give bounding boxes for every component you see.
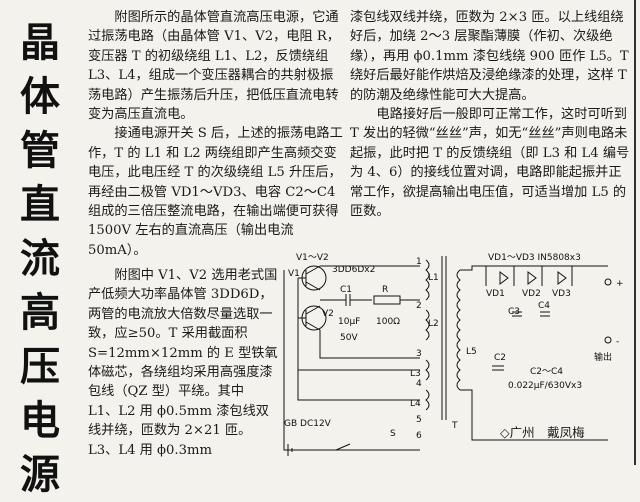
- body-column-2: 漆包线双线并绕，匝数为 2×3 匝。以上线组绕好后，加绕 2～3 层聚酯薄膜（作…: [350, 8, 634, 221]
- label-l2: L2: [428, 319, 439, 329]
- output-terminal-positive: [604, 278, 612, 286]
- title-char: 直: [20, 182, 60, 228]
- body-column-1-lower: 附图中 V1、V2 选用老式国产低频大功率晶体管 3DD6D，两管的电流放大倍数…: [88, 266, 278, 460]
- label-c1: C1: [340, 285, 352, 295]
- secondary-wire: [460, 265, 608, 441]
- label-c-header: C2～C4: [530, 367, 563, 377]
- label-l4: L4: [410, 399, 421, 409]
- label-c4: C4: [538, 301, 550, 311]
- label-t: T: [451, 421, 458, 431]
- label-minus: -: [616, 337, 619, 347]
- label-c3: C3: [508, 307, 520, 317]
- battery-gb: [287, 444, 293, 456]
- pin-6: 6: [416, 431, 422, 441]
- label-s: S: [390, 429, 396, 439]
- pin-3: 3: [416, 349, 422, 359]
- switch-s: [335, 443, 420, 451]
- output-terminal-negative: [604, 336, 612, 344]
- title-char: 晶: [20, 20, 60, 66]
- label-vd2: VD2: [522, 289, 541, 299]
- pin-5: 5: [416, 415, 422, 425]
- pin-2: 2: [416, 301, 422, 311]
- label-plus: +: [616, 279, 624, 289]
- transistor-v2-leads: [298, 305, 321, 331]
- pin-1: 1: [416, 257, 422, 267]
- label-c2: C2: [494, 353, 506, 363]
- article-title: 晶 体 管 直 流 高 压 电 源: [4, 16, 76, 498]
- paragraph: 漆包线双线并绕，匝数为 2×3 匝。以上线组绕好后，加绕 2～3 层聚酯薄膜（作…: [350, 10, 629, 103]
- label-c1-voltage: 50V: [340, 333, 358, 343]
- label-gb: GB DC12V: [284, 419, 332, 429]
- feedback-wire: [297, 278, 420, 401]
- paragraph: 电路接好后一般即可正常工作，这时可听到 T 发出的轻微“丝丝”声，如无“丝丝”声…: [350, 107, 630, 220]
- title-char: 压: [20, 344, 60, 390]
- title-char: 电: [20, 398, 60, 444]
- collector-wire: [319, 265, 420, 359]
- paragraph: 接通电源开关 S 后，上述的振荡电路工作，T 的 L1 和 L2 两绕组即产生高…: [88, 126, 343, 258]
- diode-symbols: [499, 271, 567, 285]
- diode-wires: [485, 266, 573, 286]
- label-v1: V1: [288, 269, 300, 279]
- coil-l2: [425, 309, 430, 341]
- label-v2: V2: [322, 309, 334, 319]
- divider: [634, 0, 636, 465]
- label-vd1: VD1: [486, 289, 505, 299]
- label-vd-header: VD1～VD3 IN5808x3: [488, 253, 581, 263]
- label-r-value: 100Ω: [376, 317, 400, 327]
- transistor-v1-leads: [298, 265, 321, 291]
- coil-l4: [425, 389, 430, 411]
- label-r: R: [382, 285, 388, 295]
- transformer-core: [441, 256, 447, 420]
- title-char: 管: [20, 128, 60, 174]
- label-c-value: 0.022μF/630Vx3: [508, 381, 582, 391]
- capacitor-c3-c4: [512, 311, 550, 317]
- body-column-1: 附图所示的晶体管直流高压电源，它通过振荡电路（由晶体管 V1、V2，电阻 R，变…: [88, 8, 346, 260]
- label-output: 输出: [594, 351, 612, 363]
- title-char: 源: [20, 452, 60, 498]
- pin-4: 4: [416, 379, 422, 389]
- title-char: 高: [20, 290, 60, 336]
- coil-l3: [425, 359, 430, 381]
- label-v1v2: V1～V2: [296, 253, 329, 263]
- label-l1: L1: [428, 273, 439, 283]
- author-byline: ◇广州 戴凤梅: [500, 425, 585, 440]
- paragraph: 附图中 V1、V2 选用老式国产低频大功率晶体管 3DD6D，两管的电流放大倍数…: [88, 268, 278, 458]
- label-vd3: VD3: [552, 289, 571, 299]
- label-c1-value: 10μF: [338, 317, 360, 327]
- circuit-diagram: V1～V2 3DD6Dx2 V1 V2 C1 10μF 50V R 100Ω L…: [283, 253, 624, 456]
- label-l3: L3: [410, 369, 421, 379]
- resistor-r: [373, 295, 401, 305]
- coil-l1: [425, 259, 430, 301]
- title-char: 体: [20, 74, 60, 120]
- title-char: 流: [20, 236, 60, 282]
- paragraph: 附图所示的晶体管直流高压电源，它通过振荡电路（由晶体管 V1、V2，电阻 R，变…: [88, 10, 340, 123]
- coil-l5: [456, 269, 461, 391]
- label-l5: L5: [466, 347, 477, 357]
- capacitor-c1: [320, 294, 372, 306]
- label-part: 3DD6Dx2: [332, 265, 375, 275]
- capacitor-c2: [492, 365, 504, 371]
